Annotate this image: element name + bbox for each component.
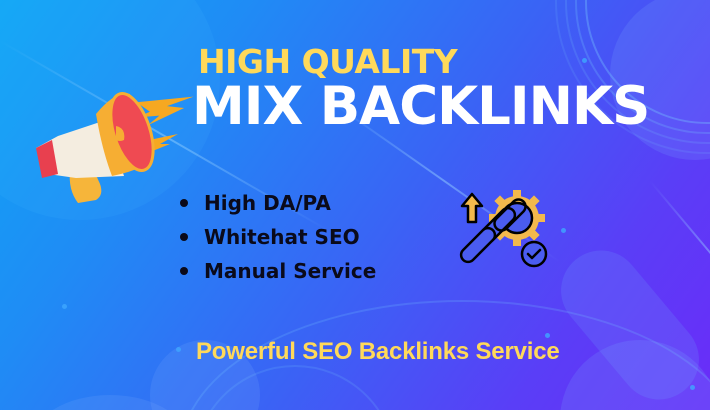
feature-label: Manual Service: [204, 259, 377, 283]
tagline: Powerful SEO Backlinks Service: [196, 338, 560, 365]
feature-label: Whitehat SEO: [204, 225, 360, 249]
bullet-icon: [180, 267, 188, 275]
megaphone-icon: [36, 92, 194, 203]
headline-main: MIX BACKLINKS: [192, 76, 650, 137]
link-building-icon: [459, 190, 548, 268]
feature-list: High DA/PA Whitehat SEO Manual Service: [180, 186, 376, 288]
feature-item: High DA/PA: [180, 186, 376, 220]
bullet-icon: [180, 199, 188, 207]
headline-top: HIGH QUALITY: [198, 42, 458, 81]
feature-item: Whitehat SEO: [180, 220, 376, 254]
feature-item: Manual Service: [180, 254, 376, 288]
feature-label: High DA/PA: [204, 191, 331, 215]
bullet-icon: [180, 233, 188, 241]
